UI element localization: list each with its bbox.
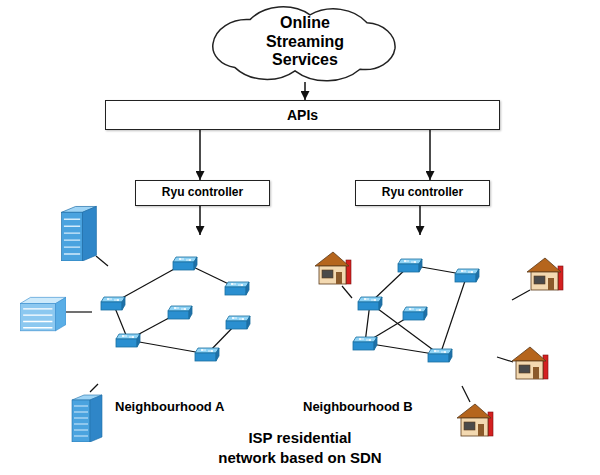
plane-outline [60, 235, 300, 420]
neighbourhood-label: Neighbourhood A [115, 400, 224, 415]
plane-outline [300, 235, 535, 420]
flow-arrow [199, 130, 201, 180]
controller-box: Ryu controller [355, 180, 490, 206]
controller-box: Ryu controller [135, 180, 270, 206]
flow-arrow [304, 82, 306, 100]
figure-caption: ISP residential network based on SDN [195, 428, 405, 467]
neighbourhood-plane: Neighbourhood B [300, 235, 535, 420]
node-label: Ryu controller [162, 186, 243, 200]
neighbourhood-plane: Neighbourhood A [60, 235, 300, 420]
buildings [20, 206, 102, 442]
node-label: Ryu controller [382, 186, 463, 200]
neighbourhood-label: Neighbourhood B [303, 400, 413, 415]
flow-arrow [419, 206, 421, 235]
switch-links [113, 263, 467, 355]
flow-arrow [199, 206, 201, 235]
api-bar: APIs [105, 100, 500, 130]
sdn-switches [101, 257, 479, 362]
flow-arrow [429, 130, 431, 180]
cloud-node: Online Streaming Services [195, 2, 415, 82]
node-label: Online Streaming Services [253, 14, 357, 69]
access-links [64, 256, 530, 402]
node-label: APIs [287, 107, 318, 123]
